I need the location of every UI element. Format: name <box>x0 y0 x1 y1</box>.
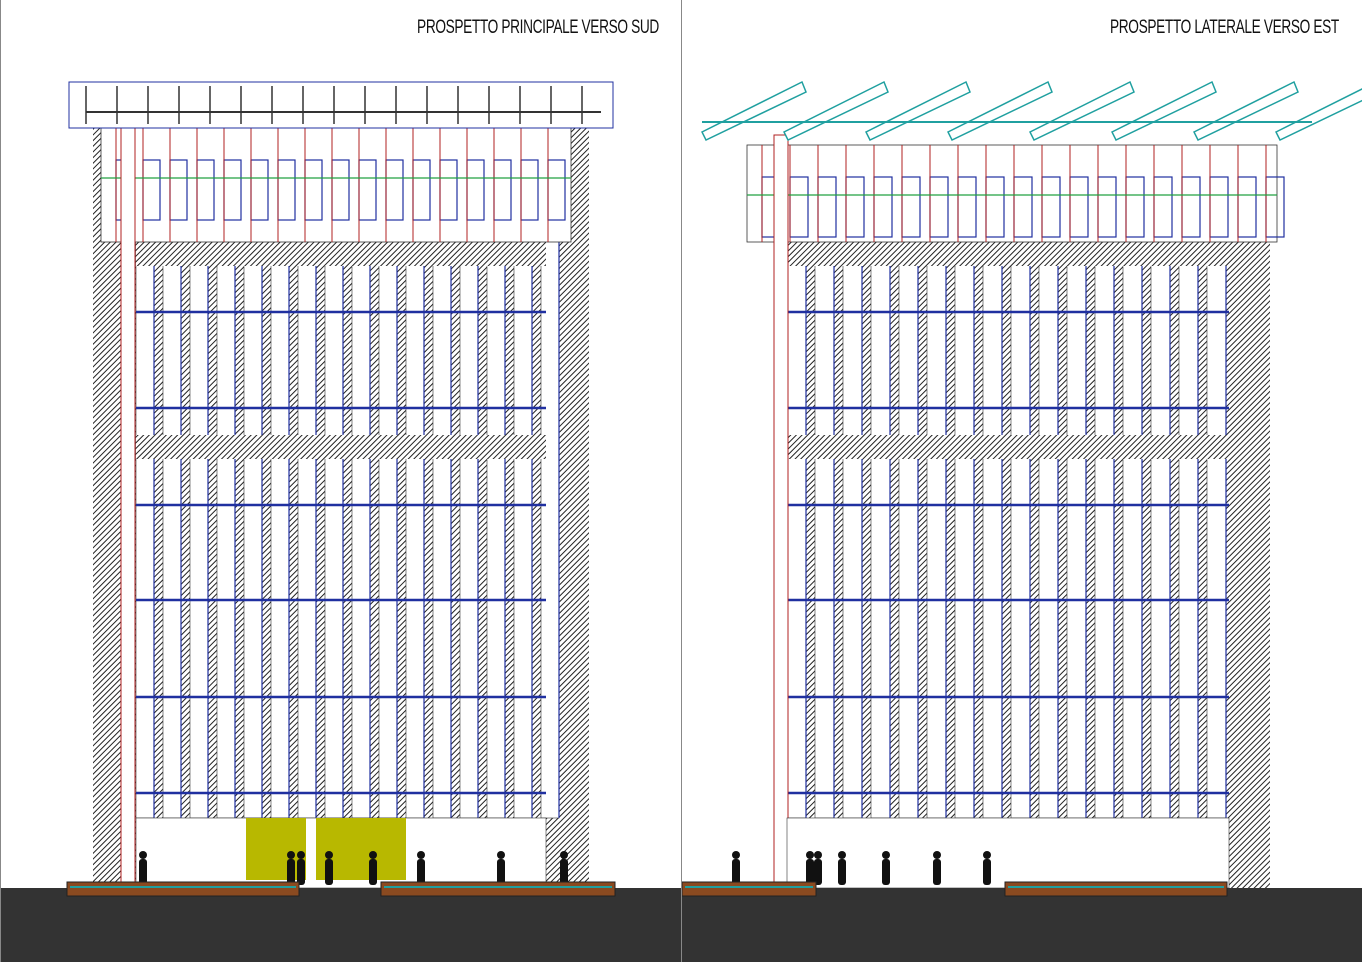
person-head <box>139 851 147 859</box>
facade-fin <box>786 241 807 819</box>
person-silhouette <box>838 859 846 885</box>
person-silhouette <box>417 859 425 885</box>
top-floor <box>100 127 572 243</box>
hatch-area <box>136 435 546 459</box>
person-head <box>369 851 377 859</box>
planter <box>682 881 817 897</box>
person-head <box>882 851 890 859</box>
structure-column <box>773 134 789 889</box>
person-head <box>983 851 991 859</box>
solar-panel <box>1192 80 1299 141</box>
person-head <box>497 851 505 859</box>
facade-fin <box>898 241 919 819</box>
person-head <box>933 851 941 859</box>
sheet-title: PROSPETTO PRINCIPALE VERSO SUD <box>417 17 659 38</box>
solar-panel <box>1028 80 1135 141</box>
person-head <box>297 851 305 859</box>
person-silhouette <box>139 859 147 885</box>
facade-fin <box>1010 241 1031 819</box>
facade-fin <box>1178 241 1199 819</box>
person-silhouette <box>560 859 568 885</box>
hatch-area <box>1229 222 1269 888</box>
solar-panel <box>782 80 889 141</box>
facade-fin <box>982 241 1003 819</box>
solar-panel <box>1274 88 1362 141</box>
ground <box>1 888 681 962</box>
facade-fin <box>814 241 835 819</box>
person-silhouette <box>732 859 740 885</box>
facade-fin <box>1206 241 1227 819</box>
person-silhouette <box>497 859 505 885</box>
person-silhouette <box>933 859 941 885</box>
sheet-title: PROSPETTO LATERALE VERSO EST <box>1110 17 1339 38</box>
solar-panel <box>700 80 807 141</box>
facade-fin <box>1122 241 1143 819</box>
person-silhouette <box>297 859 305 885</box>
person-silhouette <box>806 859 814 885</box>
top-floor <box>746 144 1278 243</box>
hatch-area <box>787 242 1229 266</box>
person-head <box>838 851 846 859</box>
person-head <box>287 851 295 859</box>
person-silhouette <box>983 859 991 885</box>
elevation-sheet-east: PROSPETTO LATERALE VERSO EST <box>681 0 1362 962</box>
person-silhouette <box>369 859 377 885</box>
facade-fin <box>870 241 891 819</box>
solar-panel <box>1110 80 1217 141</box>
hatch-area <box>136 242 546 266</box>
person-head <box>560 851 568 859</box>
structure-column <box>120 117 136 889</box>
facade-fin <box>1094 241 1115 819</box>
person-head <box>732 851 740 859</box>
person-head <box>417 851 425 859</box>
ground-floor <box>786 817 1230 889</box>
planter <box>66 881 300 897</box>
solar-panel <box>946 80 1053 141</box>
elevation-sheet-south: PROSPETTO PRINCIPALE VERSO SUD <box>0 0 681 962</box>
person-silhouette <box>287 859 295 885</box>
roof-canopy <box>68 81 614 129</box>
hatch-area <box>787 435 1229 459</box>
person-head <box>814 851 822 859</box>
person-silhouette <box>814 859 822 885</box>
planter <box>380 881 616 897</box>
facade-fin <box>954 241 975 819</box>
facade-fin <box>1150 241 1171 819</box>
facade-fin <box>926 241 947 819</box>
facade-fin <box>842 241 863 819</box>
yellow-panel <box>246 818 306 880</box>
planter <box>1004 881 1228 897</box>
east-elevation-drawing <box>682 80 1362 962</box>
facade-fin <box>1066 241 1087 819</box>
person-silhouette <box>882 859 890 885</box>
solar-panel <box>864 80 971 141</box>
ground <box>682 888 1362 962</box>
south-elevation-drawing <box>1 81 681 962</box>
person-head <box>325 851 333 859</box>
facade-fin <box>1038 241 1059 819</box>
person-silhouette <box>325 859 333 885</box>
person-head <box>806 851 814 859</box>
